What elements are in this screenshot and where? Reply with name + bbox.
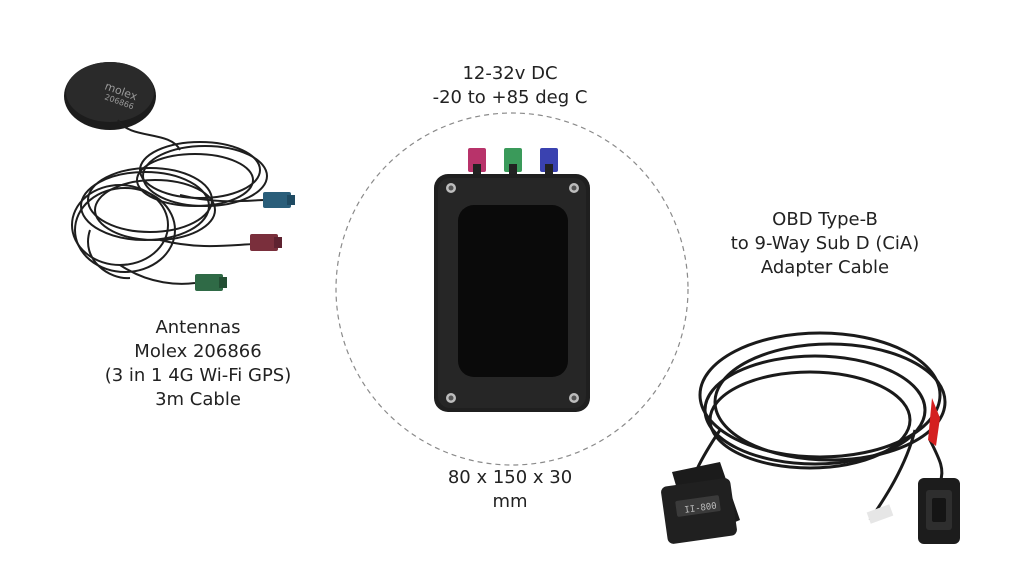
device-voltage: 12-32v DC (462, 63, 558, 84)
device-specs-label: 12-32v DC -20 to +85 deg C (405, 62, 615, 110)
antennas-line-type: (3 in 1 4G Wi-Fi GPS) (104, 365, 292, 386)
antennas-line-cable: 3m Cable (155, 389, 241, 410)
device-dimensions-value: 80 x 150 x 30 (447, 467, 573, 488)
db9-connector (866, 478, 960, 544)
antenna-image: molex 206866 (64, 62, 295, 291)
device-connector-blue (540, 148, 558, 176)
cable-line-connector: to 9-Way Sub D (CiA) (730, 233, 920, 254)
antennas-line-title: Antennas (155, 317, 241, 338)
cable-line-desc: Adapter Cable (760, 257, 890, 278)
device-outline-circle (335, 112, 689, 466)
antennas-label: Antennas Molex 206866 (3 in 1 4G Wi-Fi G… (98, 316, 298, 412)
obd-cable-image: II-800 (661, 331, 960, 544)
device-dimensions-unit: mm (492, 491, 528, 512)
device-dimensions-label: 80 x 150 x 30 mm (420, 466, 600, 514)
device-image (434, 148, 590, 412)
cable-label: OBD Type-B to 9-Way Sub D (CiA) Adapter … (700, 208, 950, 280)
device-connector-magenta (468, 148, 486, 176)
antenna-connector-blue (263, 192, 295, 208)
antenna-connector-green (195, 274, 227, 291)
obd-plug-text: II-800 (684, 501, 718, 515)
device-temperature: -20 to +85 deg C (432, 87, 588, 108)
cable-red-accent (928, 398, 940, 446)
antenna-connector-red (250, 234, 282, 251)
cable-line-type: OBD Type-B (772, 209, 878, 230)
device-connector-green (504, 148, 522, 176)
antennas-line-model: Molex 206866 (134, 341, 262, 362)
obd-plug: II-800 (661, 462, 740, 544)
